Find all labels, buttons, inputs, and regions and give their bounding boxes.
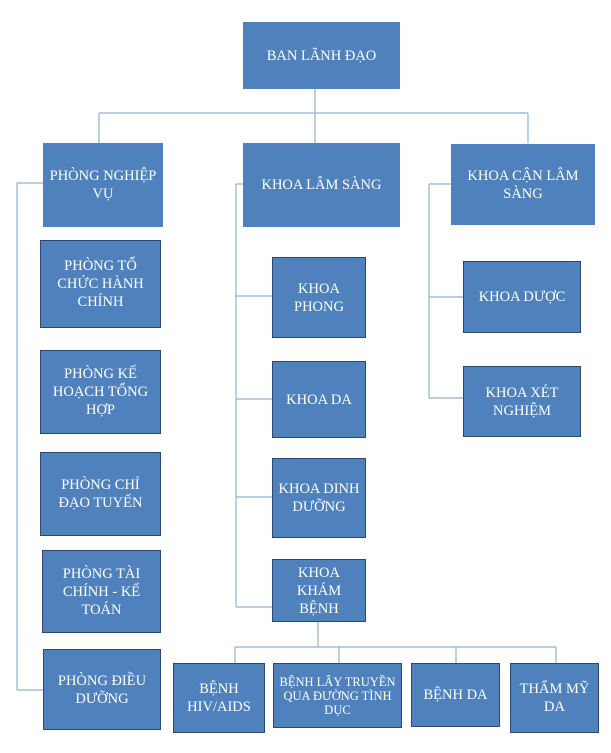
node-label: PHÒNG CHỈ ĐẠO TUYẾN: [58, 477, 143, 511]
node-khoa-kham-benh: KHOA KHÁM BỆNH: [272, 559, 366, 622]
node-khoa-da: KHOA DA: [272, 361, 366, 438]
node-label: PHÒNG ĐIỀU DƯỠNG: [57, 672, 147, 707]
node-label: BỆNH DA: [423, 687, 488, 703]
node-label: BỆNH LÂY TRUYỀN QUA ĐƯỜNG TÌNH DỤC: [279, 674, 396, 717]
root-label: BAN LÃNH ĐẠO: [266, 47, 377, 64]
header-khoa-lam-sang: KHOA LÂM SÀNG: [243, 143, 400, 227]
header-label: KHOA CẬN LÂM SÀNG: [467, 167, 579, 202]
node-khoa-xet-nghiem: KHOA XÉT NGHIỆM: [463, 366, 581, 437]
node-benh-hiv-aids: BỆNH HIV/AIDS: [173, 663, 265, 733]
node-label: KHOA XÉT NGHIỆM: [485, 384, 559, 419]
node-label: PHÒNG TỔ CHỨC HÀNH CHÍNH: [57, 258, 144, 310]
node-label: KHOA PHONG: [294, 280, 344, 315]
node-label: PHÒNG TÀI CHÍNH - KẾ TOÁN: [62, 565, 141, 618]
node-phong-to-chuc-hanh-chinh: PHÒNG TỔ CHỨC HÀNH CHÍNH: [40, 240, 161, 328]
node-phong-chi-dao-tuyen: PHÒNG CHỈ ĐẠO TUYẾN: [40, 452, 161, 536]
node-label: PHÒNG KẾ HOẠCH TỔNG HỢP: [52, 366, 149, 418]
node-label: KHOA DƯỢC: [478, 289, 566, 305]
node-benh-da: BỆNH DA: [411, 663, 500, 727]
node-phong-dieu-duong: PHÒNG ĐIỀU DƯỠNG: [43, 649, 161, 730]
node-khoa-dinh-duong: KHOA DINH DƯỠNG: [272, 458, 366, 538]
node-label: KHOA DA: [286, 391, 352, 408]
node-label: BỆNH HIV/AIDS: [187, 681, 251, 715]
root-box: BAN LÃNH ĐẠO: [243, 22, 400, 89]
node-label: KHOA KHÁM BỆNH: [296, 564, 342, 617]
node-phong-tai-chinh-ke-toan: PHÒNG TÀI CHÍNH - KẾ TOÁN: [42, 550, 161, 633]
node-khoa-phong: KHOA PHONG: [272, 257, 366, 338]
node-tham-my-da: THẨM MỸ DA: [510, 663, 599, 733]
header-khoa-can-lam-sang: KHOA CẬN LÂM SÀNG: [451, 144, 595, 225]
node-label: KHOA DINH DƯỠNG: [278, 481, 360, 515]
node-benh-lay-truyen-qua-duong-tinh-duc: BỆNH LÂY TRUYỀN QUA ĐƯỜNG TÌNH DỤC: [273, 663, 402, 728]
header-phong-nghiep-vu: PHÒNG NGHIỆP VỤ: [43, 143, 163, 227]
header-label: PHÒNG NGHIỆP VỤ: [49, 168, 157, 202]
node-phong-ke-hoach-tong-hop: PHÒNG KẾ HOẠCH TỔNG HỢP: [40, 350, 161, 434]
node-khoa-duoc: KHOA DƯỢC: [463, 261, 581, 333]
node-label: THẨM MỸ DA: [519, 681, 590, 715]
header-label: KHOA LÂM SÀNG: [261, 177, 382, 193]
